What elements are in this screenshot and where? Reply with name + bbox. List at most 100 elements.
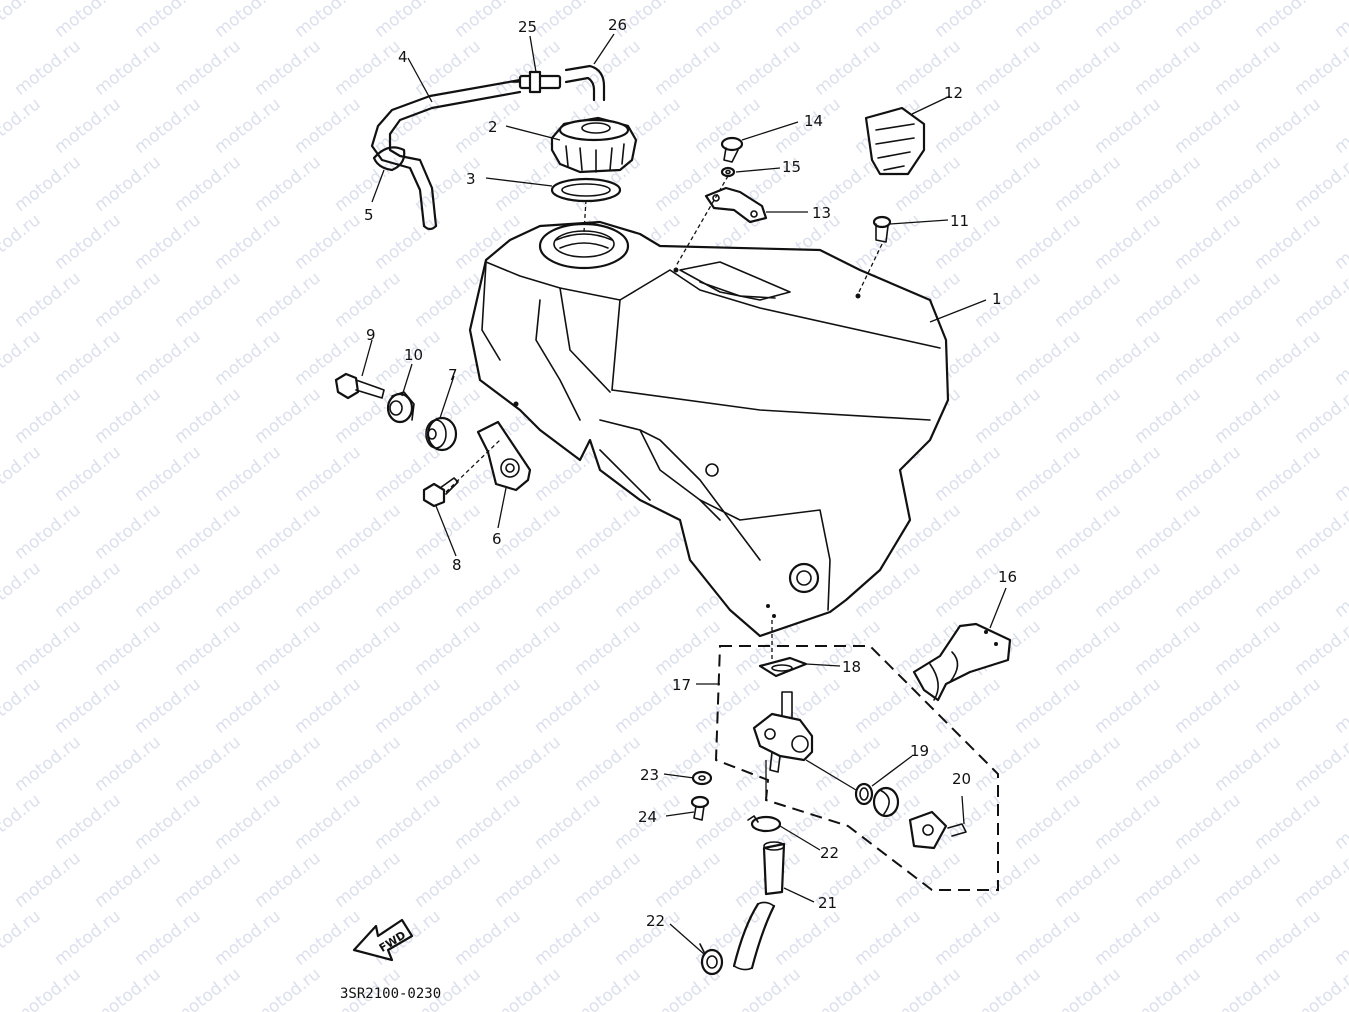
watermark-text: motod.ru xyxy=(0,94,45,158)
watermark-text: motod.ru xyxy=(571,500,645,564)
watermark-text: motod.ru xyxy=(291,790,365,854)
watermark-text: motod.ru xyxy=(91,36,165,100)
watermark-text: motod.ru xyxy=(1131,500,1205,564)
breather-joint xyxy=(511,70,562,94)
breather-elbow xyxy=(564,64,606,102)
watermark-text: motod.ru xyxy=(531,674,605,738)
mount-bracket xyxy=(476,420,532,492)
watermark-text: motod.ru xyxy=(1011,210,1085,274)
watermark-text: motod.ru xyxy=(131,326,205,390)
watermark-text: motod.ru xyxy=(0,268,5,332)
watermark-text: motod.ru xyxy=(1011,94,1085,158)
watermark-text: motod.ru xyxy=(0,210,45,274)
watermark-text: motod.ru xyxy=(251,616,325,680)
watermark-text: motod.ru xyxy=(1131,36,1205,100)
watermark-text: motod.ru xyxy=(1291,964,1349,1012)
seat-bracket-13 xyxy=(704,186,768,224)
watermark-text: motod.ru xyxy=(251,500,325,564)
watermark-text: motod.ru xyxy=(371,210,445,274)
watermark-text: motod.ru xyxy=(171,848,245,912)
watermark-text: motod.ru xyxy=(571,616,645,680)
callout-1: 1 xyxy=(992,290,1002,308)
watermark-text: motod.ru xyxy=(1011,326,1085,390)
watermark-text: motod.ru xyxy=(171,616,245,680)
watermark-text: motod.ru xyxy=(131,210,205,274)
callout-17: 17 xyxy=(672,676,691,694)
watermark-text: motod.ru xyxy=(211,442,285,506)
watermark-text: motod.ru xyxy=(771,0,845,42)
watermark-text: motod.ru xyxy=(131,790,205,854)
watermark-text: motod.ru xyxy=(371,790,445,854)
watermark-text: motod.ru xyxy=(531,0,605,42)
watermark-text: motod.ru xyxy=(371,558,445,622)
watermark-text: motod.ru xyxy=(1331,0,1349,42)
callout-2: 2 xyxy=(488,118,498,136)
callout-19: 19 xyxy=(910,742,929,760)
breather-hose xyxy=(370,78,522,231)
watermark-text: motod.ru xyxy=(1091,0,1165,42)
watermark-text: motod.ru xyxy=(251,848,325,912)
watermark-text: motod.ru xyxy=(0,0,45,42)
watermark-text: motod.ru xyxy=(931,94,1005,158)
watermark-text: motod.ru xyxy=(131,558,205,622)
watermark-text: motod.ru xyxy=(571,848,645,912)
fuel-cock-group-outline xyxy=(714,645,999,891)
watermark-text: motod.ru xyxy=(0,500,5,564)
watermark-text: motod.ru xyxy=(1131,152,1205,216)
watermark-text: motod.ru xyxy=(51,442,125,506)
watermark-text: motod.ru xyxy=(331,268,405,332)
watermark-text: motod.ru xyxy=(1131,268,1205,332)
watermark-text: motod.ru xyxy=(0,326,45,390)
watermark-text: motod.ru xyxy=(1171,0,1245,42)
watermark-text: motod.ru xyxy=(491,36,565,100)
callout-9: 9 xyxy=(366,326,376,344)
watermark-text: motod.ru xyxy=(491,732,565,796)
watermark-text: motod.ru xyxy=(1331,210,1349,274)
watermark-text: motod.ru xyxy=(1171,906,1245,970)
watermark-text: motod.ru xyxy=(171,152,245,216)
watermark-text: motod.ru xyxy=(1291,848,1349,912)
watermark-text: motod.ru xyxy=(291,442,365,506)
watermark-text: motod.ru xyxy=(1251,674,1325,738)
watermark-text: motod.ru xyxy=(1051,964,1125,1012)
watermark-text: motod.ru xyxy=(171,964,245,1012)
watermark-text: motod.ru xyxy=(251,964,325,1012)
callout-12: 12 xyxy=(944,84,963,102)
watermark-text: motod.ru xyxy=(1211,152,1285,216)
watermark-text: motod.ru xyxy=(11,964,85,1012)
watermark-text: motod.ru xyxy=(1331,906,1349,970)
watermark-text: motod.ru xyxy=(331,500,405,564)
callout-10: 10 xyxy=(404,346,423,364)
callout-7: 7 xyxy=(448,366,458,384)
watermark-text: motod.ru xyxy=(51,0,125,42)
watermark-text: motod.ru xyxy=(411,732,485,796)
callout-21: 21 xyxy=(818,894,837,912)
watermark-text: motod.ru xyxy=(851,906,925,970)
watermark-text: motod.ru xyxy=(651,36,725,100)
bolt-14 xyxy=(720,136,744,163)
fuel-cock-body xyxy=(752,691,814,773)
watermark-text: motod.ru xyxy=(1331,326,1349,390)
watermark-text: motod.ru xyxy=(611,558,685,622)
watermark-text: motod.ru xyxy=(771,906,845,970)
watermark-text: motod.ru xyxy=(1331,558,1349,622)
watermark-text: motod.ru xyxy=(91,268,165,332)
watermark-text: motod.ru xyxy=(251,732,325,796)
watermark-text: motod.ru xyxy=(0,152,5,216)
watermark-text: motod.ru xyxy=(291,674,365,738)
watermark-text: motod.ru xyxy=(211,94,285,158)
watermark-text: motod.ru xyxy=(0,964,5,1012)
watermark-text: motod.ru xyxy=(531,558,605,622)
watermark-text: motod.ru xyxy=(851,674,925,738)
watermark-text: motod.ru xyxy=(171,36,245,100)
watermark-text: motod.ru xyxy=(91,732,165,796)
o-ring-19 xyxy=(854,782,874,806)
washer-15 xyxy=(720,166,736,178)
callout-18: 18 xyxy=(842,658,861,676)
watermark-text: motod.ru xyxy=(651,616,725,680)
clip-22-lower xyxy=(699,943,724,976)
watermark-text: motod.ru xyxy=(0,442,45,506)
watermark-text: motod.ru xyxy=(0,384,5,448)
watermark-text: motod.ru xyxy=(571,732,645,796)
watermark-text: motod.ru xyxy=(91,616,165,680)
